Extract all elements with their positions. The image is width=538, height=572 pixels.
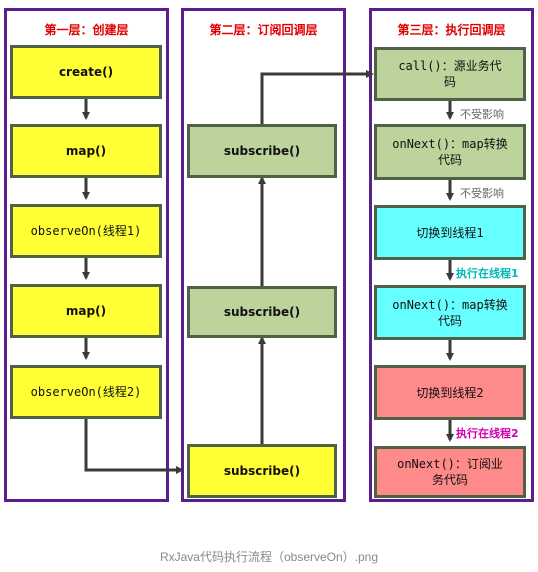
onnext-map-node-1: onNext()：map转换 代码 [374, 124, 526, 180]
switch-thread1-node: 切换到线程1 [374, 205, 526, 260]
no-effect-label-1: 不受影响 [460, 108, 504, 121]
arrow-subscribe-to-call [260, 70, 374, 124]
call-source-business-node: call()：源业务代 码 [374, 47, 526, 101]
create-node-label: create() [58, 65, 114, 79]
exec-thread2-label: 执行在线程2 [456, 427, 519, 440]
onnext-map-2-line2: 代码 [437, 313, 462, 328]
map-node-1-label: map() [65, 144, 107, 158]
subscribe-callback-layer-title: 第二层：订阅回调层 [209, 23, 318, 37]
subscribe-node-middle: subscribe() [187, 286, 337, 338]
create-node: create() [10, 45, 162, 99]
onnext-map-1-line2: 代码 [437, 153, 462, 167]
map-node-2-label: map() [65, 304, 107, 318]
observeon-thread1-node: observeOn(线程1) [10, 204, 162, 258]
subscribe-node-bottom: subscribe() [187, 444, 337, 498]
onnext-map-node-2: onNext()：map转换 代码 [374, 285, 526, 340]
observeon-thread2-label: observeOn(线程2) [30, 385, 142, 399]
execution-callback-layer-title: 第三层：执行回调层 [397, 23, 506, 37]
observeon-thread2-node: observeOn(线程2) [10, 365, 162, 419]
call-node-line1: call()：源业务代 [398, 59, 502, 73]
onnext-map-1-line1: onNext()：map转换 [392, 137, 508, 151]
map-node-1: map() [10, 124, 162, 178]
onnext-subscribe-node: onNext()：订阅业 务代码 [374, 446, 526, 498]
call-node-line2: 码 [443, 75, 456, 89]
onnext-subscribe-line1: onNext()：订阅业 [397, 457, 503, 471]
arrow-observeon2-to-subscribe [84, 419, 184, 474]
switch-thread1-label: 切换到线程1 [416, 225, 484, 240]
switch-thread2-node: 切换到线程2 [374, 365, 526, 420]
subscribe-node-middle-label: subscribe() [223, 305, 301, 319]
onnext-subscribe-line2: 务代码 [431, 473, 468, 487]
no-effect-label-2: 不受影响 [460, 187, 504, 200]
subscribe-node-top-label: subscribe() [223, 144, 301, 158]
creation-layer-title: 第一层：创建层 [44, 23, 129, 37]
subscribe-node-bottom-label: subscribe() [223, 464, 301, 478]
image-caption: RxJava代码执行流程（observeOn）.png [159, 550, 379, 564]
onnext-map-2-line1: onNext()：map转换 [392, 297, 508, 312]
observeon-thread1-label: observeOn(线程1) [30, 224, 142, 238]
subscribe-node-top: subscribe() [187, 124, 337, 178]
map-node-2: map() [10, 284, 162, 338]
exec-thread1-label: 执行在线程1 [456, 267, 519, 280]
switch-thread2-label: 切换到线程2 [416, 385, 484, 400]
